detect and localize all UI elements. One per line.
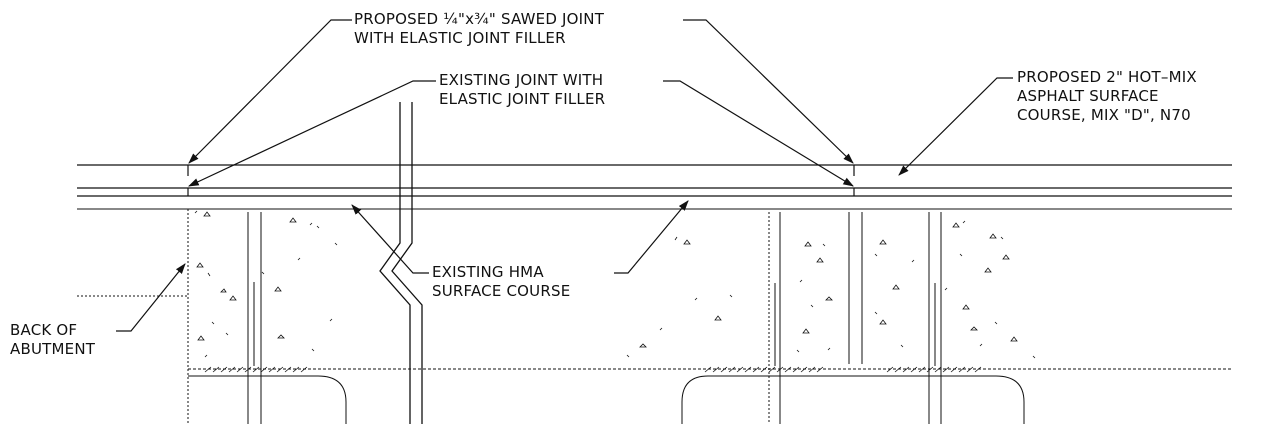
pavement-layers: [77, 164, 1232, 210]
label-back-of-abutment-line1: BACK OF: [10, 321, 78, 339]
label-existing-hma: EXISTING HMA SURFACE COURSE: [432, 263, 570, 301]
leader-proposed-hma: [898, 77, 1013, 176]
deck-right-lines: [768, 212, 942, 424]
label-existing-joint-line1: EXISTING JOINT WITH: [439, 71, 604, 89]
leader-existing-hma-right: [614, 200, 689, 274]
sawed-joint-marks: [187, 165, 855, 196]
label-existing-hma-line1: EXISTING HMA: [432, 263, 544, 281]
leader-sawed-joint-left: [188, 19, 352, 164]
concrete-aggregate: [194, 210, 1036, 359]
label-existing-joint-line2: ELASTIC JOINT FILLER: [439, 90, 606, 108]
label-proposed-hma-line1: PROPOSED 2" HOT–MIX: [1017, 68, 1197, 86]
leader-existing-joint-right: [663, 80, 854, 187]
abutment-left: [77, 209, 262, 424]
label-existing-joint: EXISTING JOINT WITH ELASTIC JOINT FILLER: [439, 71, 605, 109]
label-proposed-hma-line3: COURSE, MIX "D", N70: [1017, 106, 1191, 124]
label-proposed-sawed-joint-line2: WITH ELASTIC JOINT FILLER: [354, 29, 566, 47]
leaders: [116, 19, 1013, 332]
leader-existing-joint-left: [188, 80, 436, 187]
leader-back-of-abutment: [116, 263, 186, 332]
label-back-of-abutment-line2: ABUTMENT: [10, 340, 96, 358]
bearing-hatch: [204, 366, 982, 373]
label-proposed-hma: PROPOSED 2" HOT–MIX ASPHALT SURFACE COUR…: [1017, 68, 1197, 125]
label-proposed-sawed-joint: PROPOSED ¼"x¾" SAWED JOINT WITH ELASTIC …: [354, 10, 604, 48]
label-proposed-sawed-joint-line1: PROPOSED ¼"x¾" SAWED JOINT: [354, 10, 605, 28]
beam-outline: [188, 368, 1232, 424]
label-back-of-abutment: BACK OF ABUTMENT: [10, 321, 95, 359]
leader-existing-hma-left: [351, 204, 429, 274]
label-proposed-hma-line2: ASPHALT SURFACE: [1017, 87, 1159, 105]
label-existing-hma-line2: SURFACE COURSE: [432, 282, 571, 300]
break-line: [379, 102, 423, 424]
leader-sawed-joint-right: [683, 19, 854, 164]
